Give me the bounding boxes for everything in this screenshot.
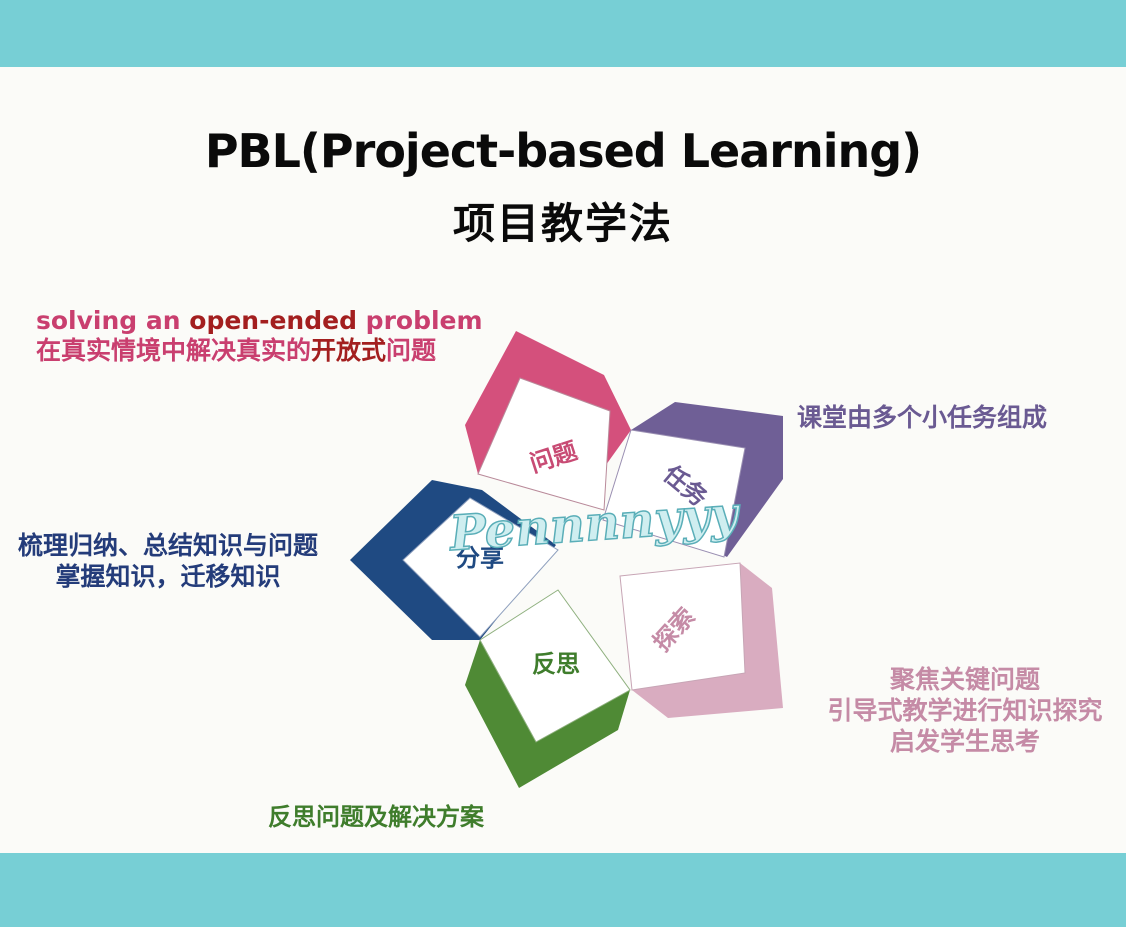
note-explore-line2: 引导式教学进行知识探究 xyxy=(827,696,1103,725)
note-explore-line3: 启发学生思考 xyxy=(889,727,1040,756)
note-share: 梳理归纳、总结知识与问题 掌握知识，迁移知识 xyxy=(8,530,328,592)
note-problem: solving an open-ended problem 在真实情境中解决真实… xyxy=(36,306,483,366)
bottom-band xyxy=(0,853,1126,927)
note-problem-zh-highlight: 开放式 xyxy=(311,336,387,365)
note-task: 课堂由多个小任务组成 xyxy=(797,403,1048,432)
petal-problem xyxy=(465,331,631,511)
note-share-line2: 掌握知识，迁移知识 xyxy=(55,562,281,591)
petal-label-share: 分享 xyxy=(456,544,504,572)
note-problem-en-highlight: open-ended xyxy=(189,306,357,335)
petal-reflect xyxy=(465,589,631,788)
top-band xyxy=(0,0,1126,67)
petal-task xyxy=(602,402,783,558)
note-share-line1: 梳理归纳、总结知识与问题 xyxy=(17,531,318,560)
note-problem-chinese: 在真实情境中解决真实的开放式问题 xyxy=(36,336,483,366)
note-reflect: 反思问题及解决方案 xyxy=(268,803,484,831)
note-problem-en-part3: problem xyxy=(356,306,483,335)
note-problem-english: solving an open-ended problem xyxy=(36,306,483,336)
note-explore: 聚焦关键问题 引导式教学进行知识探究 启发学生思考 xyxy=(815,664,1115,757)
title-chinese: 项目教学法 xyxy=(452,199,673,248)
petal-explore xyxy=(619,562,783,718)
note-problem-zh-part1: 在真实情境中解决真实的 xyxy=(36,336,312,365)
note-problem-zh-part3: 问题 xyxy=(386,336,437,365)
petal-label-reflect: 反思 xyxy=(532,650,580,678)
petal-share xyxy=(350,480,559,640)
note-explore-line1: 聚焦关键问题 xyxy=(889,665,1040,694)
note-problem-en-part1: solving an xyxy=(36,306,190,335)
title-english: PBL(Project-based Learning) xyxy=(204,124,922,178)
